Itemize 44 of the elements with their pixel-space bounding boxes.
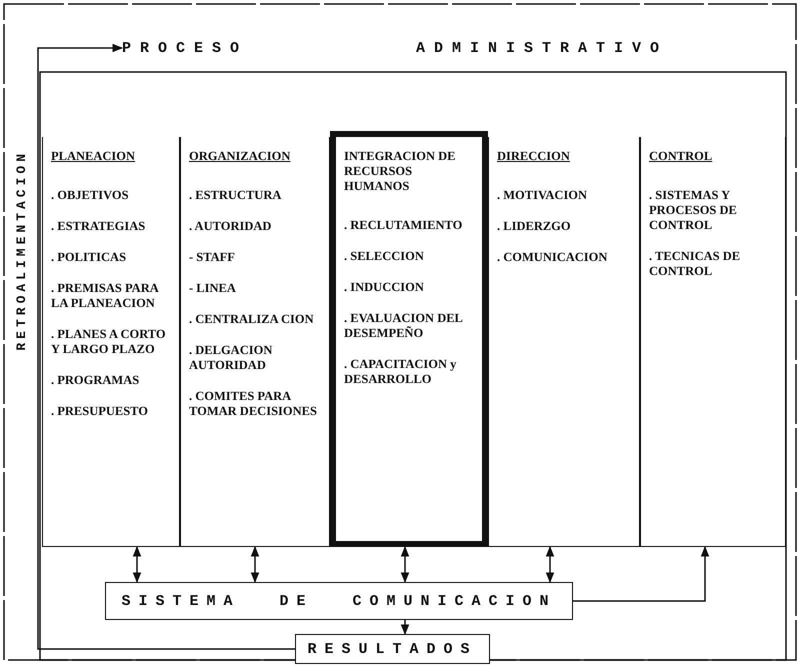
arrow [546, 546, 554, 584]
arrow [400, 620, 410, 636]
arrow [250, 546, 260, 584]
list-item: . RECLUTAMIENTO [344, 218, 464, 233]
column-heading: INTEGRACION DE RECURSOS HUMANOS [344, 149, 456, 194]
list-item: . PLANES A CORTO Y LARGO PLAZO [51, 327, 167, 357]
title-heading: PROCESO ADMINISTRATIVO [122, 36, 762, 60]
list-item: . MOTIVACION [497, 188, 588, 203]
column-panel [640, 137, 786, 547]
list-item: . OBJETIVOS [51, 188, 130, 203]
column-panel [488, 137, 640, 547]
list-item: . COMITES PARA TOMAR DECISIONES [189, 389, 318, 419]
list-item: . PREMISAS PARA LA PLANEACION [51, 281, 160, 311]
process-box: SISTEMA DE COMUNICACION [105, 582, 573, 620]
list-item: . ESTRATEGIAS [51, 219, 146, 234]
column-heading: DIRECCION [497, 149, 571, 164]
column-heading: ORGANIZACION [189, 149, 292, 164]
list-item: . COMUNICACION [497, 250, 608, 265]
list-item: - STAFF [189, 250, 236, 265]
arrow [37, 44, 295, 650]
list-item: . LIDERZGO [497, 219, 572, 234]
list-item: . TECNICAS DE CONTROL [649, 249, 742, 279]
list-item: . DELGACION AUTORIDAD [189, 343, 274, 373]
process-box: RESULTADOS [295, 634, 490, 664]
arrow [132, 546, 142, 584]
list-item: . AUTORIDAD [189, 219, 272, 234]
column-heading: PLANEACION [51, 149, 136, 164]
arrow [573, 546, 710, 602]
column-heading: CONTROL [649, 149, 714, 164]
arrow [400, 546, 410, 584]
column-panel [180, 137, 330, 547]
list-item: . SISTEMAS Y PROCESOS DE CONTROL [649, 188, 738, 233]
list-item: . CAPACITACION y DESARROLLO [344, 357, 458, 387]
list-item: . ESTRUCTURA [189, 188, 282, 203]
column-panel [330, 131, 488, 547]
list-item: . PROGRAMAS [51, 373, 140, 388]
list-item: . EVALUACION DEL DESEMPEÑO [344, 311, 464, 341]
list-item: . PRESUPUESTO [51, 404, 150, 419]
column-panel [42, 137, 180, 547]
list-item: . SELECCION [344, 249, 425, 264]
list-item: . POLITICAS [51, 250, 128, 265]
list-item: . CENTRALIZA CION [189, 312, 315, 327]
list-item: - LINEA [189, 281, 237, 296]
list-item: . INDUCCION [344, 280, 425, 295]
